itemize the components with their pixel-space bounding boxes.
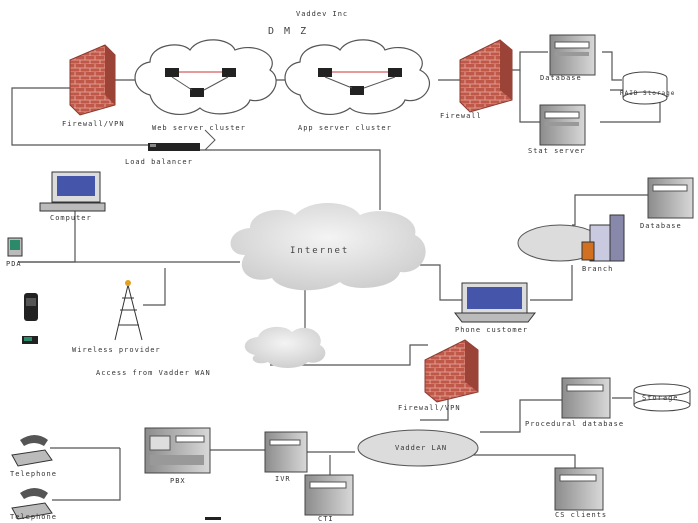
- cell-phone-icon: [24, 293, 38, 321]
- database-server-top-icon: [549, 34, 596, 76]
- wireless-provider-label: Wireless provider: [72, 346, 161, 354]
- telephone-1-label: Telephone: [10, 470, 57, 478]
- app-server-cluster-cloud: [284, 39, 431, 116]
- telephone-2-icon: [11, 488, 53, 520]
- dmz-label: D M Z: [268, 26, 309, 37]
- raid-storage-label: RAID Storage: [620, 90, 676, 97]
- telephone-1-icon: [11, 435, 53, 467]
- ivr-label: IVR: [275, 475, 291, 483]
- firewall-vpn-left-icon: [69, 44, 116, 116]
- small-device-icon: [205, 517, 221, 520]
- branch-database-label: Database: [640, 222, 682, 230]
- computer-label: Computer: [50, 214, 92, 222]
- telephone-2-label: Telephone: [10, 513, 57, 521]
- firewall-vpn-bottom-icon: [424, 339, 479, 403]
- vadder-wan-label: Access from Vadder WAN: [96, 369, 211, 377]
- load-balancer-label: Load balancer: [125, 158, 193, 166]
- storage-label: Storage: [642, 394, 679, 402]
- diagram-title: Vaddev Inc: [296, 10, 349, 18]
- firewall-vpn-left-label: Firewall/VPN: [62, 120, 125, 128]
- storage-icon: [633, 383, 691, 412]
- web-server-cluster-cloud: [134, 39, 277, 116]
- cs-clients-label: CS clients: [555, 511, 608, 519]
- cti-server-icon: [304, 474, 354, 516]
- pda-icon: [7, 237, 23, 257]
- vadder-lan-label: Vadder LAN: [395, 444, 448, 452]
- branch-building-icon: [581, 214, 625, 262]
- vadder-wan-cloud: [244, 326, 326, 368]
- web-server-cluster-label: Web server cluster: [152, 124, 246, 132]
- cti-label: CTI: [318, 515, 334, 523]
- firewall-right-icon: [459, 39, 513, 113]
- load-balancer-icon: [148, 129, 216, 151]
- ivr-server-icon: [264, 431, 308, 473]
- wireless-tower-icon: [114, 280, 143, 341]
- pager-icon: [22, 336, 38, 344]
- cs-clients-icon: [554, 467, 604, 511]
- stat-server-label: Stat server: [528, 147, 586, 155]
- pda-label: PDA: [6, 260, 22, 268]
- vadder-lan-ellipse: [357, 429, 479, 467]
- firewall-vpn-bottom-label: Firewall/VPN: [398, 404, 461, 412]
- pbx-label: PBX: [170, 477, 186, 485]
- procedural-database-icon: [561, 377, 611, 419]
- phone-customer-label: Phone customer: [455, 326, 529, 334]
- app-server-cluster-label: App server cluster: [298, 124, 392, 132]
- raid-storage-icon: [622, 71, 668, 105]
- stat-server-icon: [539, 104, 586, 146]
- connection-lines: [11, 51, 661, 501]
- firewall-right-label: Firewall: [440, 112, 482, 120]
- pbx-icon: [144, 427, 211, 474]
- laptop-icon: [453, 282, 537, 323]
- branch-label: Branch: [582, 265, 614, 273]
- branch-database-icon: [647, 177, 694, 219]
- internet-cloud: [230, 202, 426, 291]
- database-top-label: Database: [540, 74, 582, 82]
- computer-icon: [39, 171, 106, 212]
- internet-label: Internet: [290, 246, 350, 256]
- procedural-database-label: Procedural database: [525, 420, 625, 428]
